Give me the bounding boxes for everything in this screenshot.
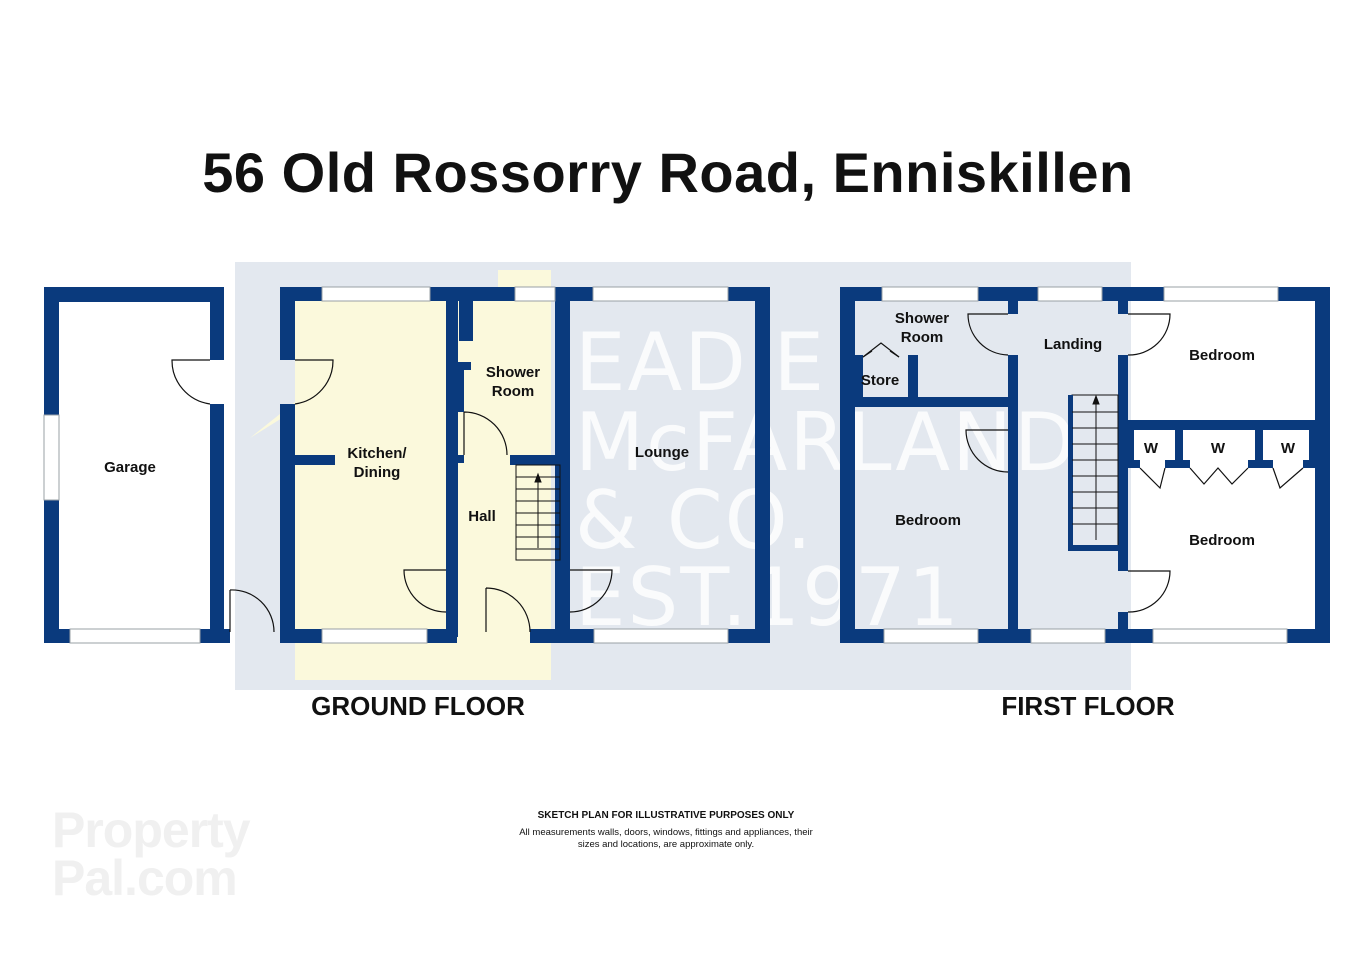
label-bedroom-top-right: Bedroom xyxy=(1189,347,1255,364)
label-store: Store xyxy=(861,372,899,389)
label-kitchen-line-1: Kitchen/ xyxy=(347,445,407,462)
disclaimer: SKETCH PLAN FOR ILLUSTRATIVE PURPOSES ON… xyxy=(466,810,866,851)
label-first-shower-line-2: Room xyxy=(901,329,944,346)
label-ground-shower-line-2: Room xyxy=(492,383,535,400)
label-ground-shower-line-1: Shower xyxy=(486,364,540,381)
watermark-line-1: EADIE xyxy=(575,316,826,409)
ground-floor-walls xyxy=(44,287,770,643)
disclaimer-line-2: sizes and locations, are approximate onl… xyxy=(577,839,755,850)
label-landing: Landing xyxy=(1044,336,1102,353)
first-floor-doors xyxy=(862,313,1304,613)
label-ground-floor: GROUND FLOOR xyxy=(311,691,525,721)
label-bedroom-bottom-right: Bedroom xyxy=(1189,532,1255,549)
logo-line-1: Property xyxy=(52,802,251,858)
label-garage: Garage xyxy=(104,459,156,476)
watermark-line-2: McFARLAND xyxy=(575,396,1078,489)
logo-line-2: Pal.com xyxy=(52,850,238,906)
watermark-line-3: & CO. xyxy=(575,474,814,567)
ground-floor-stairs xyxy=(515,464,561,561)
disclaimer-heading: SKETCH PLAN FOR ILLUSTRATIVE PURPOSES ON… xyxy=(537,810,795,821)
first-floor-walls xyxy=(840,287,1330,643)
first-floor-windows xyxy=(881,286,1288,644)
plan-title: 56 Old Rossorry Road, Enniskillen xyxy=(202,141,1134,204)
label-first-shower-line-1: Shower xyxy=(895,310,949,327)
label-wardrobe-2: W xyxy=(1211,440,1226,457)
ground-floor-doors xyxy=(171,359,613,633)
label-hall: Hall xyxy=(468,508,496,525)
highlight-beam xyxy=(250,270,551,680)
label-lounge: Lounge xyxy=(635,444,689,461)
label-bedroom-left: Bedroom xyxy=(895,512,961,529)
propertypal-logo: Property Pal.com xyxy=(52,802,282,906)
disclaimer-line-1: All measurements walls, doors, windows, … xyxy=(519,827,813,838)
label-wardrobe-3: W xyxy=(1281,440,1296,457)
ground-floor-windows xyxy=(43,286,729,644)
first-floor-stairs xyxy=(1068,394,1120,551)
label-first-floor: FIRST FLOOR xyxy=(1001,691,1175,721)
disclaimer-body: All measurements walls, doors, windows, … xyxy=(466,827,866,851)
label-kitchen-line-2: Dining xyxy=(354,464,401,481)
label-wardrobe-1: W xyxy=(1144,440,1159,457)
